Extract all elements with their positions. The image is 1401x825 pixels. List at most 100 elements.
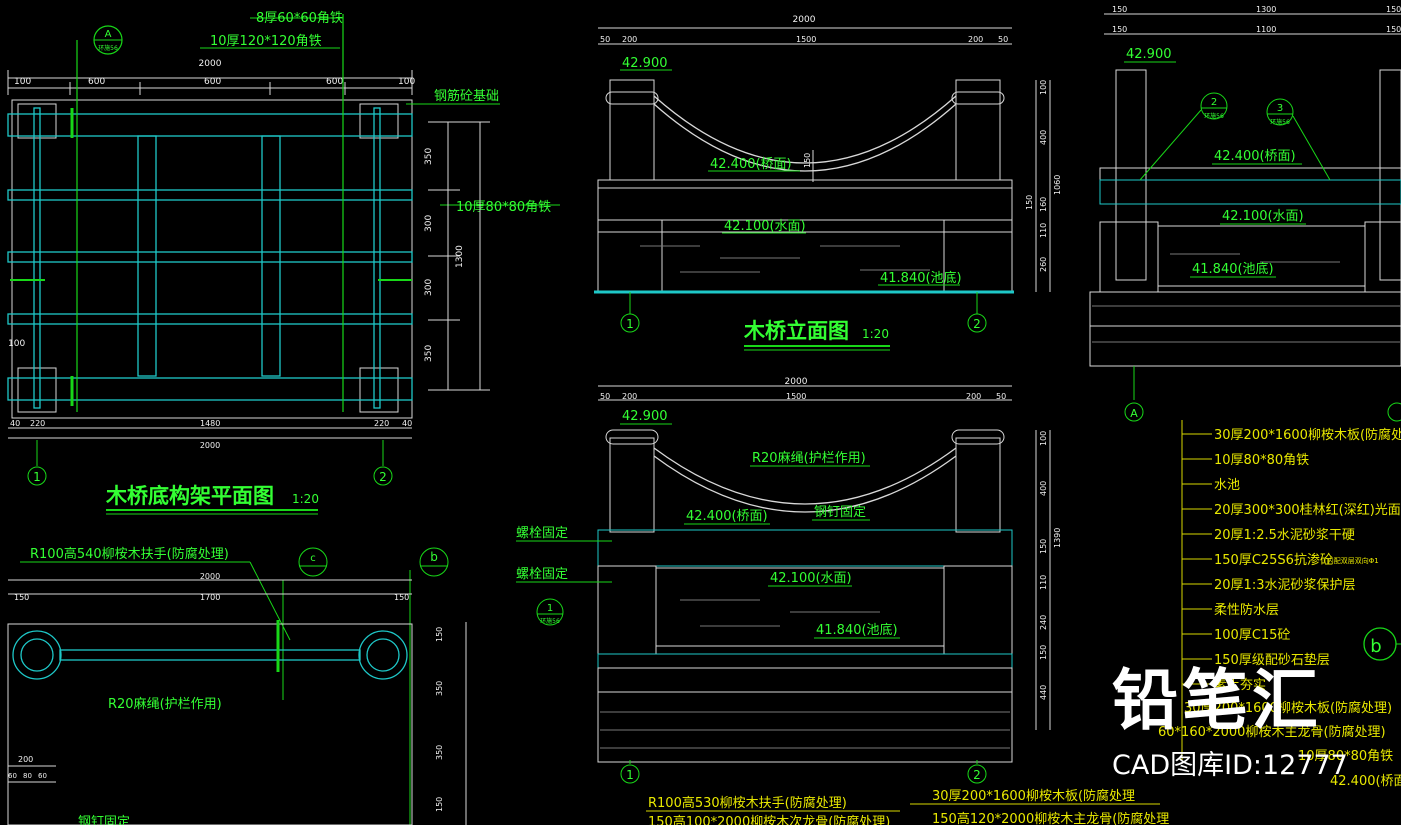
elev-axis-2: 2 [973, 317, 981, 331]
side-dim-top2-2: 1100 [1256, 25, 1276, 34]
sec-detail-1-ref: 环施56 [540, 617, 560, 625]
elev-dim-total: 2000 [793, 15, 816, 25]
label-foundation: 钢筋砼基础 [434, 88, 499, 104]
side-pool-elev: 41.840(池底) [1192, 261, 1274, 277]
lower-dim-left-2: 60 [8, 772, 17, 780]
sec-beam: 150高100*2000柳桉木次龙骨(防腐处理) [648, 814, 890, 825]
plan-dim-bottom-2: 220 [30, 419, 45, 428]
sec-bolt-2: 螺栓固定 [516, 567, 568, 582]
plan-dim-total-top: 2000 [199, 59, 222, 69]
plan-view: 2000 100 600 600 600 100 [7, 11, 560, 515]
plan-dim-top-2: 600 [88, 77, 105, 87]
plan-axis-2: 2 [379, 470, 387, 484]
material-6: 150厚C25S6抗渗砼 [1214, 553, 1333, 568]
elev-dim-top-3: 1500 [796, 35, 816, 44]
label-steel-8: 8厚60*60角铁 [256, 11, 343, 26]
elev-dim-top-4: 200 [968, 35, 983, 44]
lower-dim-left-3: 80 [23, 772, 32, 780]
material-5: 20厚1:2.5水泥砂浆干硬 [1214, 528, 1355, 543]
side-top-elev: 42.900 [1126, 47, 1172, 62]
plan-dim-right-3: 300 [424, 279, 434, 296]
watermark-brand: 铅笔汇 [1112, 662, 1322, 739]
side-dim-top2-1: 150 [1112, 25, 1127, 34]
overlap-material-3: 10厚80*80角铁 [1298, 749, 1393, 764]
side-dim-top-3: 150 [1386, 5, 1401, 14]
material-11: 素土夯实 [1214, 678, 1266, 693]
elev-dim-right-total: 1060 [1053, 175, 1062, 195]
bottom-material-2: 150高120*2000柳桉木主龙骨(防腐处理 [932, 811, 1169, 825]
materials-list: 30厚200*1600柳桉木板(防腐处 10厚80*80角铁 水池 20厚300… [1158, 420, 1401, 789]
lower-dim-right-1: 150 [435, 627, 444, 642]
c-marker: c [310, 553, 316, 564]
section-view: 2000 50 200 1500 200 50 42.900 R20麻绳(护栏作… [516, 377, 1169, 825]
elev-dim-right-6: 260 [1039, 257, 1048, 272]
plan-dim-bottom-1: 40 [10, 419, 20, 428]
side-detail-3: 3 [1277, 103, 1283, 114]
plan-dim-right-total: 1300 [455, 245, 465, 268]
sec-nail-label: 钢钉固定 [814, 505, 866, 520]
b-marker: b [430, 550, 438, 564]
sec-pool-elev: 41.840(池底) [816, 622, 898, 638]
material-8: 柔性防水层 [1214, 602, 1279, 618]
lower-handrail-label: R100高540柳桉木扶手(防腐处理) [30, 546, 229, 562]
lower-dim-left-1: 200 [18, 755, 33, 764]
lower-dim-right-3: 350 [435, 745, 444, 760]
sec-dim-right-3: 150 [1039, 539, 1048, 554]
side-water-elev: 42.100(水面) [1222, 209, 1304, 224]
plan-detail-a: A [105, 29, 112, 40]
side-b-marker: b [1370, 636, 1381, 657]
plan-detail-a-ref: 环施56 [98, 44, 118, 52]
sec-water-elev: 42.100(水面) [770, 571, 852, 586]
elev-dim-right-2: 400 [1039, 130, 1048, 145]
elev-dim-right-5: 110 [1039, 223, 1048, 238]
side-detail-2: 2 [1211, 97, 1217, 108]
side-dim-top-2: 1300 [1256, 5, 1276, 14]
sec-handrail: R100高530柳桉木扶手(防腐处理) [648, 795, 847, 811]
lower-dim-top-2: 1700 [200, 593, 220, 602]
plan-dim-top-1: 100 [14, 77, 31, 87]
sec-dim-total: 2000 [785, 377, 808, 387]
elev-axis-1: 1 [626, 317, 634, 331]
material-7: 20厚1:3水泥砂浆保护层 [1214, 578, 1355, 593]
elev-water-elev: 42.100(水面) [724, 219, 806, 234]
plan-dim-right-4: 350 [424, 345, 434, 362]
watermark-id: CAD图库ID:12777 [1112, 750, 1348, 781]
sec-dim-right-6: 150 [1039, 645, 1048, 660]
lower-dim-right-4: 150 [435, 797, 444, 812]
side-section-view: 150 1300 150 150 1100 150 42.900 42.400(… [1089, 5, 1401, 661]
material-1: 30厚200*1600柳桉木板(防腐处 [1214, 427, 1401, 443]
elevation-title: 木桥立面图 [743, 319, 849, 343]
sec-top-elev: 42.900 [622, 409, 668, 424]
bottom-material-1: 30厚200*1600柳桉木板(防腐处理 [932, 788, 1135, 804]
sec-dim-right-2: 400 [1039, 481, 1048, 496]
elev-dim-right-3: 150 [1025, 195, 1034, 210]
sec-dim-right-4: 110 [1039, 575, 1048, 590]
elev-sag: 150 [803, 153, 812, 168]
elev-dim-top-5: 50 [998, 35, 1008, 44]
elev-dim-top-1: 50 [600, 35, 610, 44]
overlap-material-4: 42.400(桥面) [1330, 774, 1401, 789]
plan-dim-total-bottom: 2000 [200, 441, 220, 450]
sec-dim-right-7: 440 [1039, 685, 1048, 700]
side-dim-top2-3: 150 [1386, 25, 1401, 34]
side-detail-2-ref: 环施56 [1204, 112, 1224, 120]
elev-dim-right-1: 100 [1039, 80, 1048, 95]
material-2: 10厚80*80角铁 [1214, 453, 1309, 468]
plan-dim-top-3: 600 [204, 77, 221, 87]
sec-dim-right-5: 240 [1039, 615, 1048, 630]
elev-bridge-elev: 42.400(桥面) [710, 157, 792, 172]
lower-rope-label: R20麻绳(护栏作用) [108, 697, 222, 712]
label-angle-80: 10厚80*80角铁 [456, 200, 551, 215]
material-6-note: (内配双层双向Φ1 [1324, 556, 1379, 565]
side-axis-a: A [1130, 407, 1138, 420]
plan-axis-1: 1 [33, 470, 41, 484]
lower-dim-left-4: 60 [38, 772, 47, 780]
plan-dim-right-2: 300 [424, 215, 434, 232]
plan-scale: 1:20 [292, 492, 319, 506]
lower-dim-top-3: 150 [394, 593, 409, 602]
material-10: 150厚级配砂石垫层 [1214, 652, 1330, 668]
overlap-material-1: 30厚200*1600柳桉木板(防腐处理) [1184, 700, 1392, 716]
lower-dim-top-1: 150 [14, 593, 29, 602]
plan-dim-bottom-3: 1480 [200, 419, 220, 428]
